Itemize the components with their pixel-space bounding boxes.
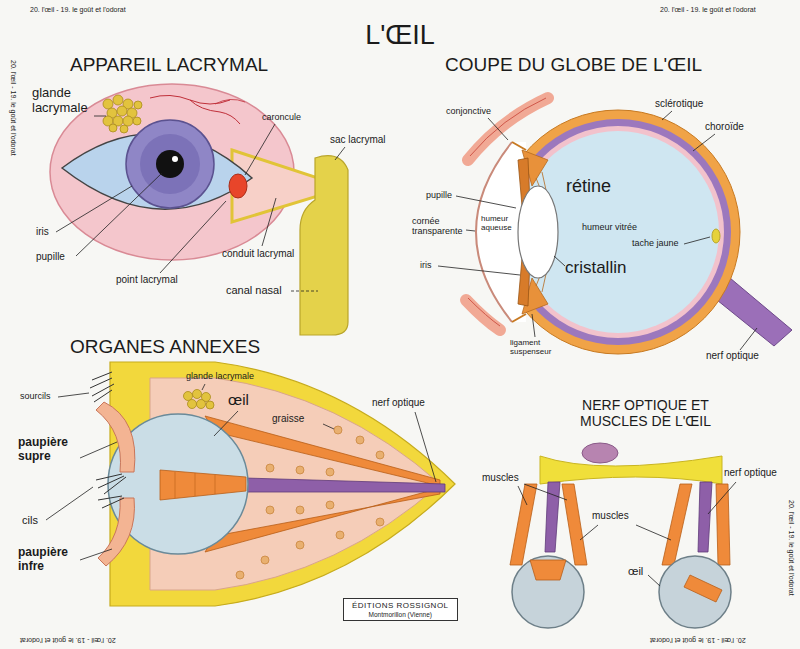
section-heading: ORGANES ANNEXES xyxy=(70,336,260,358)
part-label: conjonctive xyxy=(446,106,491,116)
eyeball-section xyxy=(438,98,792,354)
part-label: tache jaune xyxy=(632,238,679,248)
section-heading: COUPE DU GLOBE DE L'ŒIL xyxy=(445,54,702,76)
part-label: cornée transparente xyxy=(412,216,470,237)
margin-note: 20. l'œil - 19. le goût et l'odorat xyxy=(20,636,116,644)
part-label: humeur aqueuse xyxy=(481,214,515,232)
part-label: sclérotique xyxy=(655,98,703,110)
margin-note: 20. l'œil - 19. le goût et l'odorat xyxy=(787,500,795,596)
diagram-title: L'ŒIL xyxy=(0,20,800,51)
section-heading: NERF OPTIQUE ET MUSCLES DE L'ŒIL xyxy=(548,397,743,429)
part-label: nerf optique xyxy=(724,467,777,479)
lacrimal-apparatus xyxy=(50,84,348,335)
part-label: cristallin xyxy=(565,258,626,278)
margin-note: 20. l'œil - 19. le goût et l'odorat xyxy=(30,6,126,14)
part-label: œil xyxy=(628,565,643,578)
part-label: muscles xyxy=(482,472,519,484)
part-label: œil xyxy=(228,391,249,408)
part-label: pupille xyxy=(426,190,452,200)
part-label: paupière infre xyxy=(18,546,88,574)
part-label: cils xyxy=(22,514,38,527)
part-label: point lacrymal xyxy=(116,274,178,286)
part-label: nerf optique xyxy=(706,350,759,362)
publisher-box: ÉDITIONS ROSSIGNOLMontmorillon (Vienne) xyxy=(343,598,458,621)
part-label: pupille xyxy=(36,251,65,263)
part-label: iris xyxy=(36,226,49,238)
part-label: graisse xyxy=(272,413,304,425)
margin-note: 20. l'œil - 19. le goût et l'odorat xyxy=(9,60,17,156)
part-label: rétine xyxy=(566,176,611,197)
part-label: canal nasal xyxy=(226,284,282,297)
part-label: conduit lacrymal xyxy=(222,248,294,260)
orbit-section xyxy=(46,362,455,606)
part-label: nerf optique xyxy=(372,397,425,409)
part-label: sourcils xyxy=(20,391,51,401)
margin-note: 20. l'œil - 19. le goût et l'odorat xyxy=(650,636,746,644)
part-label: paupière supre xyxy=(18,436,88,464)
publisher-name: ÉDITIONS ROSSIGNOL xyxy=(352,601,449,611)
margin-note: 20. l'œil - 19. le goût et l'odorat xyxy=(660,6,756,14)
publisher-place: Montmorillon (Vienne) xyxy=(352,611,449,619)
part-label: choroïde xyxy=(705,121,744,133)
section-heading: APPAREIL LACRYMAL xyxy=(70,54,268,76)
part-label: humeur vitrée xyxy=(582,222,637,232)
part-label: glande lacrymale xyxy=(186,371,254,381)
optic-nerve-muscles xyxy=(510,443,736,628)
part-label: glande lacrymale xyxy=(32,86,96,116)
part-label: sac lacrymal xyxy=(330,134,386,146)
part-label: caroncule xyxy=(262,112,301,122)
part-label: muscles xyxy=(592,510,629,522)
part-label: iris xyxy=(420,260,432,270)
part-label: ligament suspenseur xyxy=(510,338,564,356)
